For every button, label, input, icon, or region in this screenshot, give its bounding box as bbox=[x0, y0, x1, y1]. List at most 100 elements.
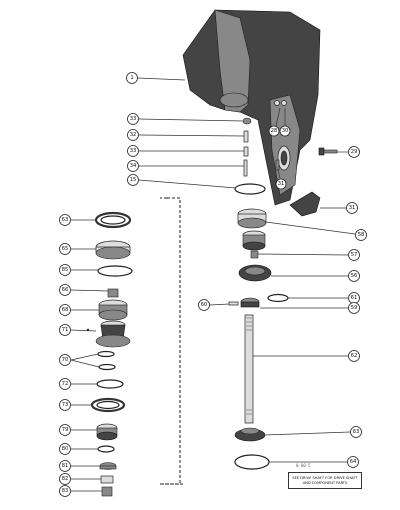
note-stamp: 0-00-5 bbox=[296, 463, 311, 468]
svg-text:63: 63 bbox=[62, 217, 69, 223]
reference-note: SEE DRIVE SHAFT FOR DRIVE SHAFT AND COMP… bbox=[288, 472, 362, 489]
callout-31: 31 bbox=[275, 178, 287, 190]
bearing-carrier-icon bbox=[98, 299, 128, 321]
callout-l8: 72 bbox=[59, 378, 71, 390]
pin-icon bbox=[243, 159, 248, 177]
callout-60: 60 bbox=[198, 299, 210, 311]
callout-62: 62 bbox=[348, 350, 360, 362]
callout-15: 15 bbox=[127, 174, 139, 186]
o-ring-icon bbox=[234, 454, 270, 470]
callout-64: 64 bbox=[347, 456, 359, 468]
svg-text:63: 63 bbox=[353, 429, 360, 435]
callout-32: 32 bbox=[127, 129, 139, 141]
callout-29: 29 bbox=[348, 146, 360, 158]
callout-58: 58 bbox=[355, 229, 367, 241]
callout-61: 61 bbox=[348, 292, 360, 304]
screw-icon bbox=[275, 159, 280, 171]
tapered-bearing-icon bbox=[96, 423, 118, 441]
svg-text:72: 72 bbox=[62, 381, 69, 387]
callout-59: 59 bbox=[348, 302, 360, 314]
nut-icon bbox=[107, 288, 119, 298]
bearing-cup-icon bbox=[240, 297, 260, 308]
spacer-icon bbox=[250, 250, 259, 259]
svg-text:85: 85 bbox=[62, 267, 69, 273]
assembly-line bbox=[163, 197, 181, 485]
tapered-bearing-icon bbox=[237, 208, 267, 229]
callout-l5: 68 bbox=[59, 304, 71, 316]
svg-text:59: 59 bbox=[351, 305, 358, 311]
o-ring-icon bbox=[97, 265, 133, 277]
svg-text:65: 65 bbox=[62, 246, 69, 252]
svg-text:79: 79 bbox=[62, 427, 69, 433]
tapered-bearing-icon bbox=[242, 230, 266, 251]
callout-28: 28 bbox=[268, 125, 280, 137]
svg-text:31: 31 bbox=[349, 205, 356, 211]
svg-text:1: 1 bbox=[130, 75, 133, 81]
nut-icon bbox=[281, 100, 287, 106]
pin-icon bbox=[243, 130, 249, 143]
nut-icon bbox=[99, 462, 117, 470]
bevel-gear-icon bbox=[234, 427, 266, 442]
tapered-bearing-icon bbox=[95, 240, 131, 260]
callout-l1: 63 bbox=[59, 214, 71, 226]
o-ring-icon bbox=[234, 183, 266, 195]
bearing-cup-icon bbox=[90, 397, 126, 413]
callout-l7: 70 bbox=[59, 354, 71, 366]
callout-63: 63 bbox=[350, 426, 362, 438]
bearing-cup-icon bbox=[94, 211, 132, 229]
callout-34: 34 bbox=[127, 160, 139, 172]
svg-text:80: 80 bbox=[62, 446, 69, 452]
svg-text:66: 66 bbox=[62, 287, 69, 293]
washer-icon bbox=[97, 350, 115, 358]
svg-text:71: 71 bbox=[62, 327, 69, 333]
nut-icon bbox=[101, 486, 113, 497]
svg-text:57: 57 bbox=[351, 252, 358, 258]
svg-text:56: 56 bbox=[351, 273, 358, 279]
callout-30: 30 bbox=[279, 125, 291, 137]
washer-icon bbox=[98, 363, 116, 371]
washer-icon bbox=[97, 445, 115, 453]
callout-l4: 66 bbox=[59, 284, 71, 296]
plug-icon bbox=[242, 117, 252, 125]
svg-text:64: 64 bbox=[350, 459, 357, 465]
callout-57: 57 bbox=[348, 249, 360, 261]
washer-icon bbox=[274, 100, 280, 106]
callout-l3: 85 bbox=[59, 264, 71, 276]
bevel-gear-icon bbox=[238, 264, 272, 282]
callout-33b: 33 bbox=[127, 145, 139, 157]
svg-text:82: 82 bbox=[62, 476, 69, 482]
svg-text:32: 32 bbox=[130, 132, 137, 138]
svg-text:61: 61 bbox=[351, 295, 358, 301]
svg-text:73: 73 bbox=[62, 402, 69, 408]
callout-31b: 31 bbox=[346, 202, 358, 214]
nut-icon bbox=[100, 475, 114, 484]
svg-text:28: 28 bbox=[271, 128, 278, 134]
callout-l9: 73 bbox=[59, 399, 71, 411]
svg-text:62: 62 bbox=[351, 353, 358, 359]
callout-l14: 83 bbox=[59, 485, 71, 497]
svg-text:15: 15 bbox=[130, 177, 137, 183]
callout-l10: 79 bbox=[59, 424, 71, 436]
callout-56: 56 bbox=[348, 270, 360, 282]
svg-text:29: 29 bbox=[351, 149, 358, 155]
pin-icon bbox=[243, 146, 249, 157]
retaining-ring-icon bbox=[267, 293, 289, 303]
bracket-icon bbox=[289, 191, 321, 217]
reference-note-line1: SEE DRIVE SHAFT FOR DRIVE SHAFT bbox=[292, 476, 358, 480]
svg-text:33: 33 bbox=[130, 148, 137, 154]
svg-text:70: 70 bbox=[62, 357, 69, 363]
bolt-icon bbox=[318, 147, 338, 156]
svg-text:30: 30 bbox=[282, 128, 289, 134]
key-icon bbox=[228, 301, 239, 306]
callout-33: 33 bbox=[127, 113, 139, 125]
svg-text:83: 83 bbox=[62, 488, 69, 494]
gear-housing-icon bbox=[182, 9, 321, 206]
callout-l12: 81 bbox=[59, 460, 71, 472]
svg-text:31: 31 bbox=[278, 181, 285, 187]
callout-l11: 80 bbox=[59, 443, 71, 455]
svg-text:60: 60 bbox=[201, 302, 208, 308]
reference-note-line2: AND COMPONENT PARTS bbox=[302, 480, 348, 485]
svg-text:58: 58 bbox=[358, 232, 365, 238]
bevel-gear-icon bbox=[86, 320, 131, 348]
